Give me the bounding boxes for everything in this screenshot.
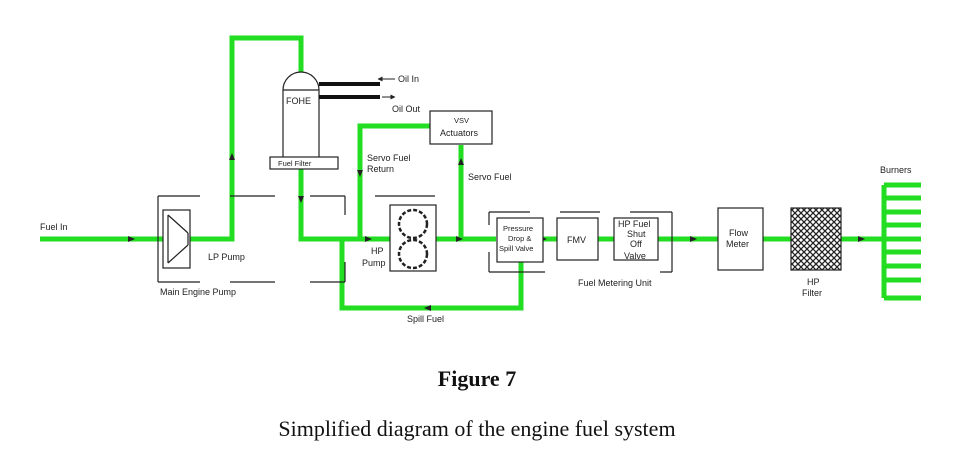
fuel-in-label: Fuel In xyxy=(40,222,68,232)
fmv-box xyxy=(556,217,599,261)
lp-pump-label: LP Pump xyxy=(208,252,245,262)
hpsov-label-1: HP Fuel xyxy=(618,219,650,229)
burners-label: Burners xyxy=(880,165,912,175)
main-engine-pump-label: Main Engine Pump xyxy=(160,287,236,297)
fuel-lines xyxy=(40,35,921,311)
vsv-label: VSV xyxy=(454,116,469,125)
flow-meter-box xyxy=(717,207,764,271)
fuel-metering-unit-outline xyxy=(488,211,673,273)
fmv-label: FMV xyxy=(567,235,586,245)
fuel-metering-unit-label: Fuel Metering Unit xyxy=(578,278,652,288)
psv-label-1: Pressure xyxy=(503,224,533,233)
fuel-line-servo-return xyxy=(357,123,430,239)
hpsov-label-3: Off xyxy=(630,239,642,249)
fuel-filter-label: Fuel Filter xyxy=(278,159,312,168)
vsv-actuators-label: Actuators xyxy=(440,128,479,138)
oil-out-label: Oil Out xyxy=(392,104,421,114)
hp-pump-label-1: HP xyxy=(371,246,384,256)
hp-filter-box xyxy=(790,207,842,271)
hp-shutoff-valve-box xyxy=(613,217,659,261)
main-engine-pump-outline xyxy=(157,195,435,283)
hp-filter-label-1: HP xyxy=(807,277,820,287)
burner-nozzles xyxy=(884,182,921,301)
hpsov-label-2: Shut xyxy=(627,229,646,239)
flow-meter-label-2: Meter xyxy=(726,239,749,249)
figure-title: Figure 7 xyxy=(437,366,517,391)
fuel-line-spill xyxy=(339,239,524,311)
spill-fuel-label: Spill Fuel xyxy=(407,314,444,324)
oil-lines xyxy=(319,82,380,99)
fuel-line-to-fohe xyxy=(190,35,304,242)
fohe xyxy=(282,71,320,168)
fuel-system-diagram: FOHE Oil In Oil Out Fuel Filter VSV Actu… xyxy=(40,35,921,324)
hp-filter-label-2: Filter xyxy=(802,288,822,298)
figure-caption: Simplified diagram of the engine fuel sy… xyxy=(278,416,676,441)
psv-label-2: Drop & xyxy=(508,234,531,243)
oil-in-label: Oil In xyxy=(398,74,419,84)
flow-meter-label-1: Flow xyxy=(729,228,749,238)
lp-pump xyxy=(162,209,191,269)
fuel-filter-box xyxy=(269,156,339,170)
servo-fuel-return-label-2: Return xyxy=(367,164,394,174)
servo-fuel-return-label-1: Servo Fuel xyxy=(367,153,411,163)
pressure-drop-spill-valve-box xyxy=(496,217,544,263)
hp-pump-label-2: Pump xyxy=(362,258,386,268)
vsv-actuators-box xyxy=(429,110,493,145)
hp-pump xyxy=(389,204,437,272)
hpsov-label-4: Valve xyxy=(624,251,646,261)
fohe-label: FOHE xyxy=(286,96,311,106)
servo-fuel-label: Servo Fuel xyxy=(468,172,512,182)
psv-label-3: Spill Valve xyxy=(499,244,533,253)
fuel-line-fohe-to-hp xyxy=(298,168,392,242)
